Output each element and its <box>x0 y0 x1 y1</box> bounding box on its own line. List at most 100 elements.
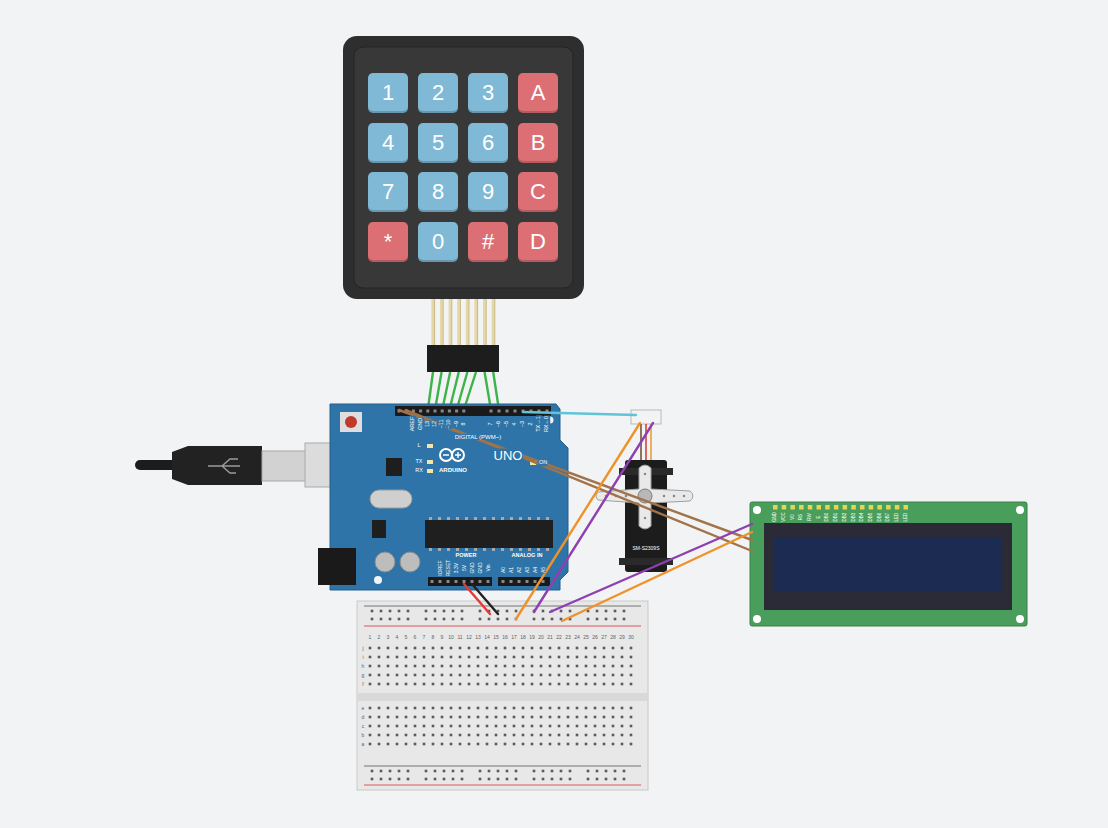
hole <box>585 665 588 668</box>
hole <box>477 683 480 686</box>
lcd-pin-pad <box>790 505 795 510</box>
hole <box>614 770 617 773</box>
hole <box>587 618 590 621</box>
hole <box>513 674 516 677</box>
hole <box>569 770 572 773</box>
hole <box>423 716 426 719</box>
hole <box>468 674 471 677</box>
hole <box>531 656 534 659</box>
hole <box>461 770 464 773</box>
hole <box>540 674 543 677</box>
led-label: ON <box>538 460 547 466</box>
hole <box>513 743 516 746</box>
mounting-hole <box>374 576 382 584</box>
pin-label: RW <box>808 513 813 521</box>
header-pin <box>455 410 458 413</box>
column-number: 19 <box>529 635 536 640</box>
hole <box>414 716 417 719</box>
key-label: 2 <box>432 82 444 104</box>
hole <box>380 618 383 621</box>
hole <box>504 683 507 686</box>
hole <box>479 618 482 621</box>
hole <box>513 683 516 686</box>
hole <box>477 725 480 728</box>
lcd-pin-pad <box>834 505 839 510</box>
hole <box>567 734 570 737</box>
servo-lead <box>650 424 652 460</box>
hole <box>441 656 444 659</box>
column-number: 21 <box>547 635 554 640</box>
led-label: L <box>417 443 421 449</box>
hole <box>585 716 588 719</box>
hole <box>423 647 426 650</box>
hole <box>522 743 525 746</box>
chip-pin <box>465 517 468 520</box>
row-letter: i <box>362 655 364 660</box>
keypad-key: 0 <box>418 222 458 262</box>
hole <box>477 674 480 677</box>
hole <box>434 610 437 613</box>
lcd-frame <box>764 523 1012 610</box>
hole <box>506 610 509 613</box>
hole <box>522 725 525 728</box>
hole <box>396 683 399 686</box>
hole <box>389 610 392 613</box>
lcd-module: GNDVCCV0RSRWEDB0DB1DB2DB3DB4DB5DB6DB7LED… <box>750 502 1027 626</box>
hole <box>576 725 579 728</box>
key-label: C <box>530 181 546 203</box>
hole <box>630 683 633 686</box>
pin-label: AREF <box>411 416 417 432</box>
hole <box>542 610 545 613</box>
hole <box>515 778 518 781</box>
ground-wire <box>472 584 498 614</box>
hole <box>371 610 374 613</box>
keypad-key: 8 <box>418 172 458 212</box>
hole <box>477 743 480 746</box>
key-label: 8 <box>432 181 444 203</box>
hole <box>621 725 624 728</box>
hole <box>486 725 489 728</box>
arduino-board <box>330 404 568 590</box>
hole <box>612 716 615 719</box>
hole <box>594 647 597 650</box>
hole <box>378 656 381 659</box>
hole <box>558 743 561 746</box>
hole <box>398 618 401 621</box>
column-number: 3 <box>386 635 390 640</box>
chip-pin <box>519 517 522 520</box>
hole <box>389 618 392 621</box>
hole <box>405 707 408 710</box>
hole <box>567 743 570 746</box>
pin-label: 13 <box>425 420 431 427</box>
column-number: 13 <box>475 635 482 640</box>
row-letter: d <box>361 715 365 720</box>
hole <box>585 674 588 677</box>
chip-pin <box>537 548 540 551</box>
pin-label: RX←0 <box>544 415 550 432</box>
hole <box>407 610 410 613</box>
pin-label: ~11 <box>439 419 445 429</box>
hole <box>540 683 543 686</box>
hole <box>506 770 509 773</box>
column-number: 14 <box>484 635 491 640</box>
hole <box>504 743 507 746</box>
hole <box>603 734 606 737</box>
hole <box>533 770 536 773</box>
mounting-hole <box>753 506 761 514</box>
hole <box>603 743 606 746</box>
hole <box>549 707 552 710</box>
chip-pin <box>510 548 513 551</box>
hole <box>423 734 426 737</box>
hole <box>603 725 606 728</box>
hole <box>450 647 453 650</box>
horn-hole <box>673 495 676 498</box>
pin-label: GND <box>470 562 475 574</box>
hole <box>531 683 534 686</box>
hole <box>612 734 615 737</box>
hole <box>596 778 599 781</box>
chip-pin <box>438 548 441 551</box>
hole <box>558 725 561 728</box>
hole <box>432 665 435 668</box>
header-pin <box>447 580 450 583</box>
lcd-pin-pad <box>782 505 787 510</box>
